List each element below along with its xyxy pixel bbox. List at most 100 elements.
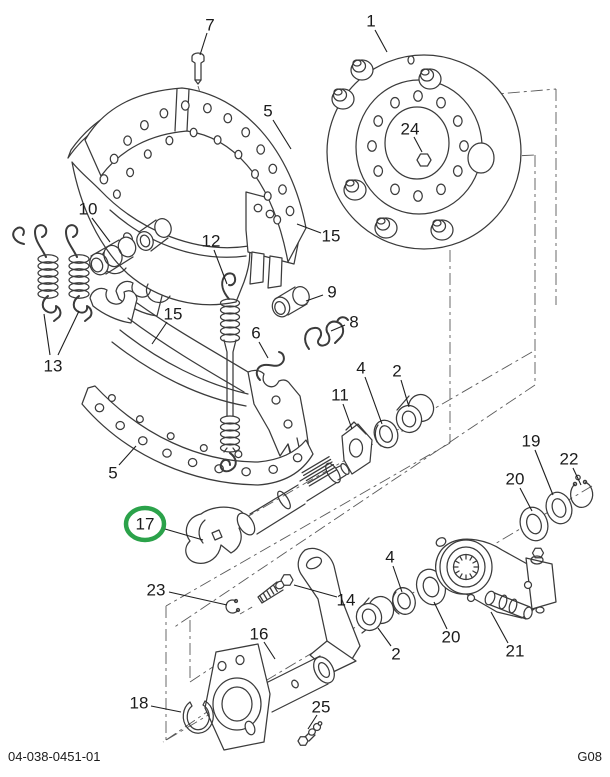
spider-hole (373, 115, 384, 127)
rivet-hole (159, 108, 169, 119)
callout-6: 6 (251, 324, 269, 359)
rivet-hole (223, 112, 233, 124)
callout-number-21: 21 (506, 642, 525, 661)
rivet-hole (250, 169, 260, 179)
snap-ring (570, 474, 594, 508)
spline-tooth (472, 570, 478, 574)
callout-23: 23 (147, 581, 228, 606)
rivet-hole (143, 149, 152, 159)
leader-line (342, 403, 353, 430)
spider-hole (413, 90, 423, 102)
retainer-spring-clip (304, 316, 349, 350)
thread-line (262, 592, 268, 600)
brake-spider (326, 54, 522, 250)
callout-19: 19 (522, 432, 554, 496)
callout-number-23: 23 (147, 581, 166, 600)
callout-number-2: 2 (392, 362, 401, 381)
wheel-stud (430, 219, 454, 241)
callout-number-10: 10 (79, 200, 98, 219)
thread-line (259, 594, 264, 603)
camshaft-nut (416, 153, 432, 167)
seal-washer-upper (373, 419, 399, 449)
callout-number-19: 19 (522, 432, 541, 451)
spider-hole (367, 140, 377, 152)
return-springs (12, 224, 93, 322)
callout-number-18: 18 (130, 694, 149, 713)
callout-9: 9 (305, 283, 337, 302)
leader-line (91, 217, 111, 243)
callout-8: 8 (330, 313, 359, 332)
cam-rollers (89, 218, 172, 276)
leader-line (433, 601, 448, 630)
callout-18: 18 (130, 694, 182, 713)
slack-adjuster (435, 537, 557, 620)
callout-15: 15 (151, 305, 182, 345)
lock-clip (225, 598, 241, 614)
spider-hole (373, 165, 384, 177)
rivet-hole (112, 189, 121, 200)
callout-20: 20 (506, 470, 533, 512)
callout-7: 7 (199, 16, 215, 56)
camshaft-bushing-lower (355, 595, 395, 634)
spline-ridge (304, 461, 333, 479)
thrust-washer (545, 491, 573, 525)
rivet-hole (292, 453, 303, 463)
callout-number-8: 8 (349, 313, 358, 332)
callout-17: 17 (123, 505, 204, 543)
leader-line (413, 136, 423, 153)
rivet-hole (234, 149, 243, 160)
rivet-hole (187, 457, 198, 468)
return-spring (65, 224, 93, 322)
callout-number-20: 20 (506, 470, 525, 489)
rivet-hole (234, 450, 243, 459)
thread-line (269, 587, 275, 595)
wheel-stud (418, 68, 442, 90)
callout-5: 5 (263, 102, 292, 150)
callout-number-6: 6 (251, 324, 260, 343)
highlight-circle (123, 505, 167, 543)
callout-1: 1 (366, 12, 388, 53)
leader-line (164, 528, 204, 541)
spider-hole (436, 183, 446, 196)
rivet-hole (241, 127, 251, 138)
anchor-pin (191, 52, 205, 85)
spider-hole (452, 165, 463, 177)
rivet-hole (278, 184, 287, 195)
spline-ridge (307, 466, 336, 484)
callout-4: 4 (385, 548, 403, 593)
leader-line (305, 294, 324, 302)
callout-number-9: 9 (327, 283, 336, 302)
brake-shoe-lower (81, 280, 314, 486)
leader-line (519, 487, 533, 512)
rivet-hole (135, 415, 144, 424)
callout-4: 4 (356, 359, 383, 425)
anchor-bracket (297, 547, 361, 674)
spline-tooth (469, 573, 473, 579)
thread-line (273, 584, 278, 593)
callout-12: 12 (202, 232, 228, 285)
callout-number-4: 4 (356, 359, 365, 378)
spider-hole (459, 140, 469, 152)
callout-number-22: 22 (560, 450, 579, 469)
callout-number-20: 20 (442, 628, 461, 647)
rivet-hole (126, 167, 135, 178)
leader-line (151, 321, 168, 345)
callout-11: 11 (331, 386, 353, 430)
footer-page-code: G08 (577, 749, 602, 764)
rivet-hole (139, 119, 149, 131)
callout-number-5: 5 (108, 464, 117, 483)
callout-2: 2 (377, 627, 401, 664)
leader-line (400, 379, 410, 408)
spline-tooth (459, 555, 463, 561)
callout-number-4: 4 (385, 548, 394, 567)
spline-ridge (302, 458, 332, 477)
footer-doc-number: 04-038-0451-01 (8, 749, 101, 764)
leader-line (150, 705, 182, 713)
rivet-hole (123, 135, 133, 146)
bracket-bolt (257, 574, 294, 604)
spline-tooth (472, 560, 478, 564)
leader-line (296, 223, 322, 234)
wheel-stud (343, 179, 367, 201)
seal-ring (182, 700, 214, 734)
